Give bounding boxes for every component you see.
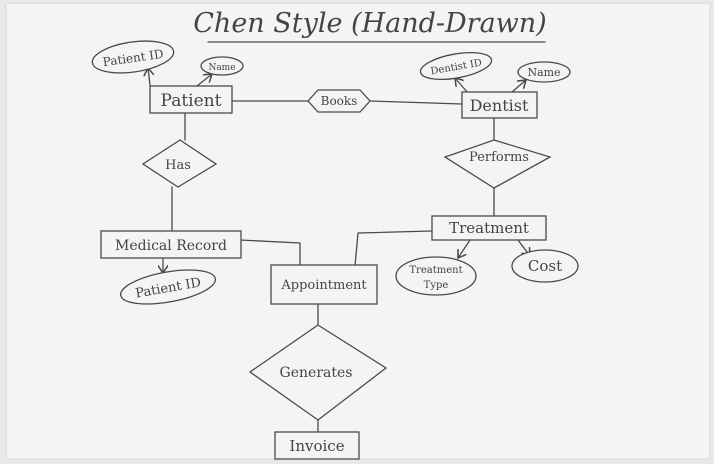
attribute-dentist-name-label: Name — [527, 66, 560, 79]
relationship-generates-label: Generates — [280, 365, 353, 381]
attribute-record-patient-id: Patient ID — [120, 269, 216, 305]
attribute-dentist-name: Name — [517, 61, 571, 83]
entity-dentist-label: Dentist — [470, 96, 529, 115]
relationship-has: Has — [141, 139, 218, 188]
entity-medical-record-label: Medical Record — [115, 238, 227, 254]
entity-dentist: Dentist — [461, 91, 538, 119]
entity-treatment: Treatment — [431, 215, 547, 241]
attribute-dentist-id: Dentist ID — [419, 51, 493, 81]
entity-patient-label: Patient — [161, 91, 222, 111]
diagram-title: Chen Style (Hand-Drawn) — [193, 8, 546, 39]
entity-invoice: Invoice — [274, 431, 360, 460]
entity-invoice-label: Invoice — [289, 437, 344, 455]
entity-appointment-label: Appointment — [280, 278, 367, 293]
entity-medical-record: Medical Record — [100, 230, 242, 259]
relationship-books-label: Books — [321, 94, 358, 108]
attribute-treatment-type-label-1: Treatment — [409, 265, 462, 276]
attribute-patient-id: Patient ID — [91, 40, 175, 74]
relationship-generates: Generates — [248, 324, 388, 421]
attribute-cost-label: Cost — [528, 257, 562, 275]
attribute-cost: Cost — [511, 249, 579, 283]
entity-treatment-label: Treatment — [449, 219, 529, 237]
relationship-books: Books — [307, 89, 371, 113]
relationship-performs-label: Performs — [469, 150, 529, 165]
relationship-has-label: Has — [165, 158, 191, 173]
entity-appointment: Appointment — [270, 264, 378, 305]
attribute-treatment-type-label-2: Type — [424, 280, 449, 291]
relationship-performs: Performs — [443, 139, 552, 189]
attribute-patient-name: Name — [200, 56, 244, 76]
connectors — [148, 68, 530, 433]
attribute-treatment-type: Treatment Type — [395, 256, 477, 296]
entity-patient: Patient — [149, 85, 233, 114]
attribute-patient-name-label: Name — [208, 63, 235, 73]
